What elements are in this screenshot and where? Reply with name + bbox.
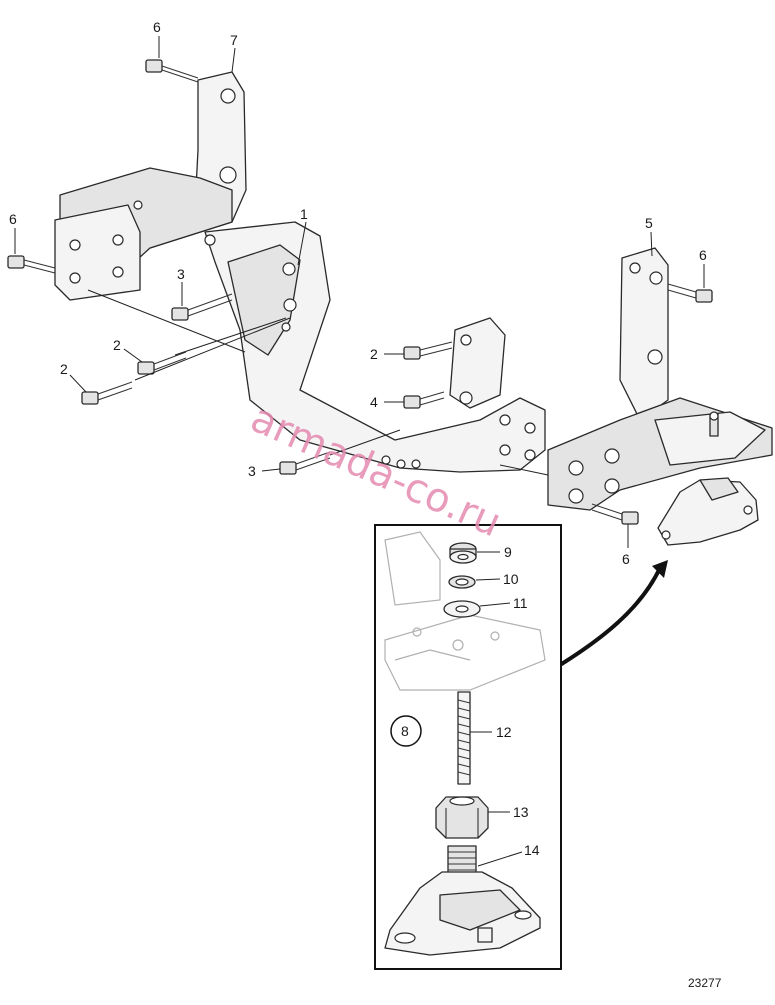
- bolt-6-right-top: [667, 283, 713, 303]
- callout-3-lower: 3: [248, 463, 256, 479]
- callout-6-top: 6: [153, 19, 161, 35]
- bolt-4: [403, 391, 445, 409]
- nut-9: [449, 542, 477, 564]
- callout-1: 1: [300, 206, 308, 222]
- nut-13: [435, 796, 489, 839]
- bolt-6-left: [7, 255, 56, 274]
- bolt-2-b: [81, 381, 133, 405]
- callout-10: 10: [503, 571, 519, 587]
- bolt-2-a: [137, 351, 187, 375]
- callout-6-right-top: 6: [699, 247, 707, 263]
- washer-10: [448, 575, 476, 589]
- callout-9: 9: [504, 544, 512, 560]
- callout-8: 8: [401, 723, 409, 739]
- cross-member-main: [204, 221, 546, 473]
- badge-circle: [390, 715, 422, 747]
- figure-number: 23277: [688, 976, 722, 990]
- callout-11: 11: [513, 595, 528, 611]
- callout-12: 12: [496, 724, 512, 740]
- bolt-6-right-bottom: [591, 503, 639, 525]
- bolt-6-top: [145, 59, 199, 83]
- bolt-3-lower: [279, 451, 331, 475]
- callout-3-upper: 3: [177, 266, 185, 282]
- alignment-lines: [87, 289, 549, 476]
- washer-11: [443, 600, 481, 618]
- stud-12: [457, 691, 471, 785]
- callout-2-a: 2: [113, 337, 121, 353]
- callout-2-b: 2: [60, 361, 68, 377]
- detail-inset: [374, 524, 562, 970]
- bolt-3-upper: [171, 293, 233, 321]
- callout-13: 13: [513, 804, 529, 820]
- rubber-mount-installed: [657, 477, 759, 546]
- bracket-upper-left: [54, 71, 247, 301]
- callout-14: 14: [524, 842, 540, 858]
- leader-lines: [14, 36, 705, 548]
- callout-4: 4: [370, 394, 378, 410]
- callout-5: 5: [645, 215, 653, 231]
- callout-labels: 6 7 6 1 3 2 2 2 4 3 5 6 6 8 9 10 11 12 1…: [9, 19, 707, 858]
- bolt-2-c: [403, 341, 453, 360]
- callout-6-right-bottom: 6: [622, 551, 630, 567]
- rubber-mount-14: [384, 845, 541, 956]
- bracket-right: [547, 247, 773, 511]
- callout-7: 7: [230, 32, 238, 48]
- callout-6-left: 6: [9, 211, 17, 227]
- callout-2-c: 2: [370, 346, 378, 362]
- detail-arrow: [558, 560, 668, 667]
